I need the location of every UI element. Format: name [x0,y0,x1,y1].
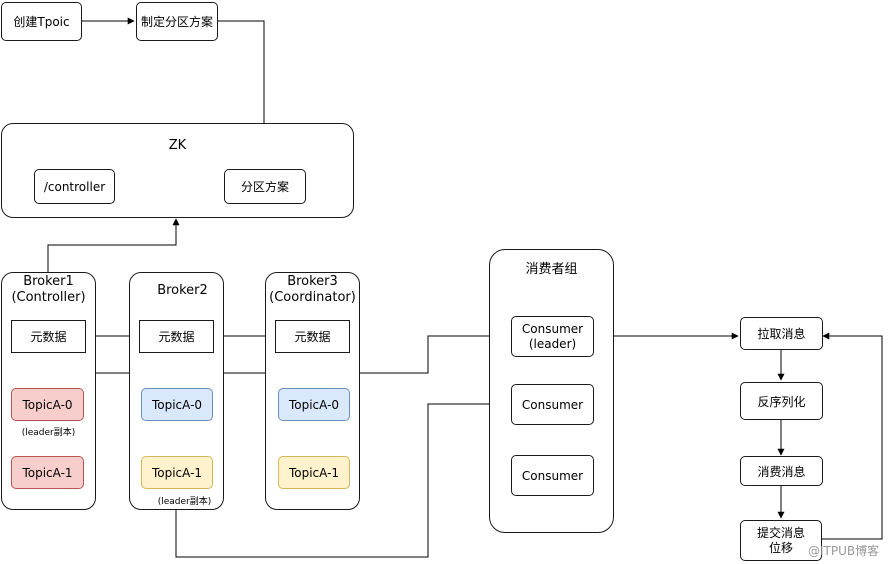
zk-title: ZK [168,138,187,153]
broker3-topica-0-label: TopicA-0 [288,397,340,412]
consumer-leader-role: (leader) [528,336,577,351]
broker1-topica-1: TopicA-1 [11,456,84,489]
consumer-leader-label: Consumer [521,321,584,336]
consume-message-node: 消费消息 [740,456,823,486]
broker2-topica-1: TopicA-1 [141,456,213,489]
broker3-metadata-label: 元数据 [294,330,331,344]
broker1-topica-1-label: TopicA-1 [22,465,73,480]
broker2-metadata: 元数据 [139,320,214,353]
pull-message-node: 拉取消息 [740,317,823,350]
deserialize-node: 反序列化 [740,382,823,420]
zk-partition-plan-node: 分区方案 [224,169,306,204]
partition-plan-node: 制定分区方案 [136,2,218,41]
commit-offset-label-2: 位移 [768,540,793,555]
consumer-leader-node: Consumer (leader) [511,316,594,357]
broker1-leader-note: (leader副本) [21,428,76,438]
partition-plan-label: 制定分区方案 [140,15,213,29]
broker3-metadata: 元数据 [275,320,350,353]
broker1-metadata: 元数据 [11,320,86,353]
broker1-topica-0-label: TopicA-0 [22,397,73,412]
create-topic-label: 创建Tpoic [13,15,70,29]
broker2-metadata-label: 元数据 [158,330,195,344]
broker1-subtitle: (Controller) [11,290,86,305]
commit-offset-label-1: 提交消息 [756,525,805,540]
zk-partition-plan-label: 分区方案 [240,180,289,194]
broker2-title: Broker2 [157,283,208,298]
broker3-topica-1: TopicA-1 [278,456,350,489]
deserialize-label: 反序列化 [757,394,806,409]
pull-message-label: 拉取消息 [757,327,806,341]
broker1-title: Broker1 [23,274,74,289]
broker1-metadata-label: 元数据 [30,330,67,344]
watermark: @ITPUB博客 [808,544,880,558]
consumer-node-3: Consumer [511,455,594,496]
broker2-topica-0: TopicA-0 [141,388,213,421]
controller-znode-label: /controller [43,179,106,194]
broker2-topica-0-label: TopicA-0 [151,397,203,412]
broker2-leader-note: (leader副本) [157,497,212,507]
consumer-node-2: Consumer [511,384,594,425]
controller-znode: /controller [34,169,115,204]
consumer-group-title: 消费者组 [525,262,578,277]
broker3-topica-0: TopicA-0 [278,388,350,421]
broker3-topica-1-label: TopicA-1 [288,465,340,480]
broker3-subtitle: (Coordinator) [269,290,356,305]
commit-offset-node: 提交消息 位移 [740,520,822,561]
broker2-topica-1-label: TopicA-1 [151,465,203,480]
consumer-3-label: Consumer [521,468,584,483]
create-topic-node: 创建Tpoic [1,2,82,41]
consume-message-label: 消费消息 [757,464,806,479]
broker1-topica-0: TopicA-0 [11,388,84,421]
broker3-title: Broker3 [287,274,338,289]
consumer-2-label: Consumer [521,397,584,412]
